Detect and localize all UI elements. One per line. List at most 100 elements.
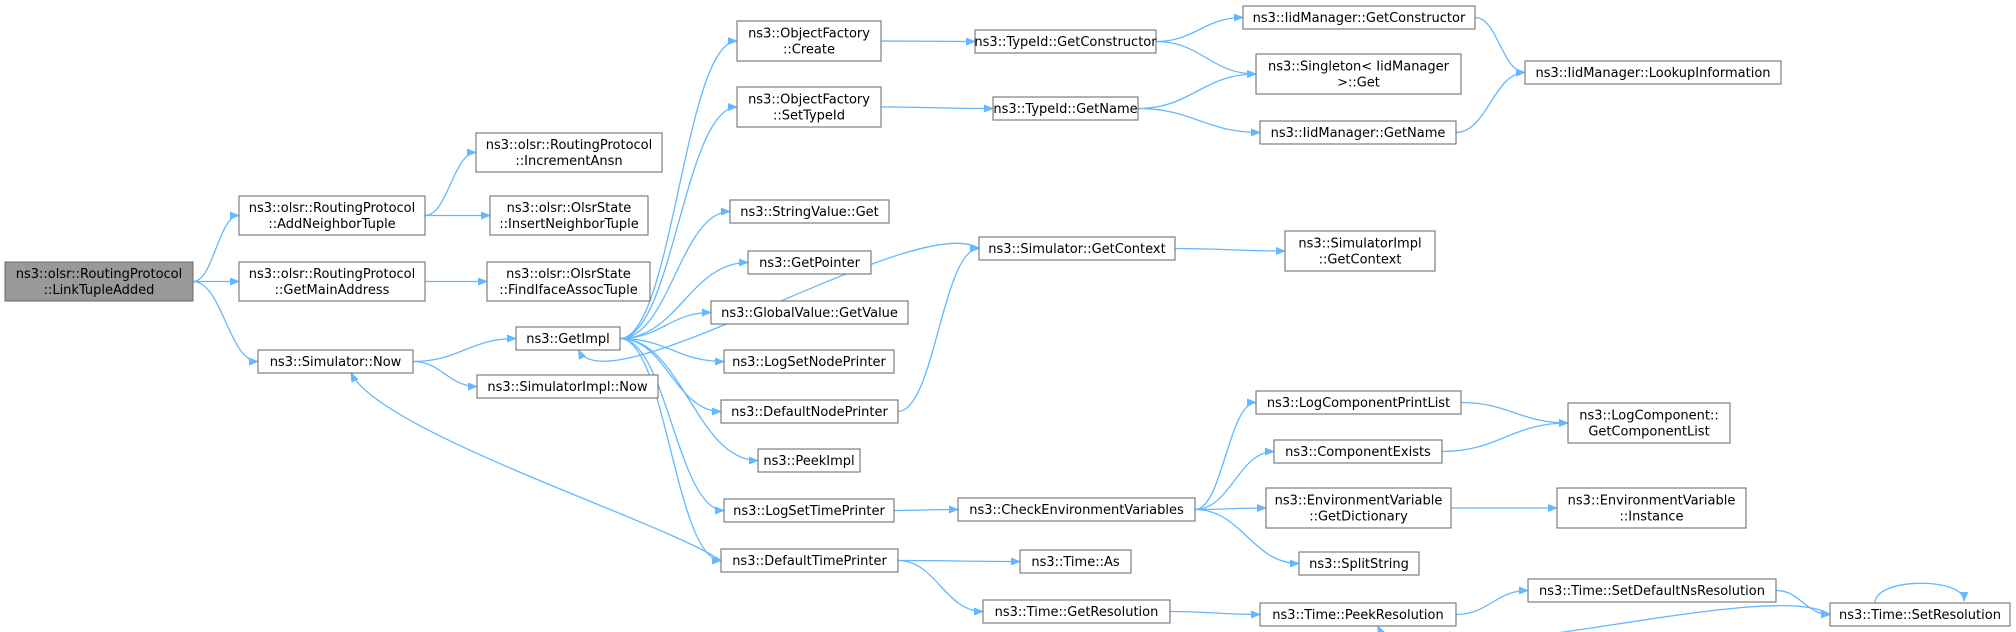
node-type-id-get-name[interactable]: ns3::TypeId::GetName [992, 96, 1139, 121]
node-label: ns3::EnvironmentVariable [1568, 494, 1736, 509]
node-get-impl[interactable]: ns3::GetImpl [515, 326, 621, 351]
edge-get-impl-to-default-time-printer [619, 337, 722, 565]
edge-iid-get-constructor-to-iid-lookup-information [1474, 16, 1526, 77]
node-box [1527, 578, 1777, 603]
node-label: ns3::SimulatorImpl [1298, 237, 1421, 252]
nodes-layer: ns3::olsr::RoutingProtocol::LinkTupleAdd… [4, 5, 2011, 627]
node-label: ::Create [783, 43, 835, 58]
node-label: ns3::IidManager::GetName [1271, 126, 1446, 141]
node-find-iface-assoc-tuple[interactable]: ns3::olsr::OlsrState::FindIfaceAssocTupl… [486, 261, 651, 302]
node-label: ns3::TypeId::GetConstructor [974, 35, 1157, 50]
node-root[interactable]: ns3::olsr::RoutingProtocol::LinkTupleAdd… [4, 261, 194, 302]
node-label: ns3::Singleton< IidManager [1268, 60, 1450, 75]
node-of-create[interactable]: ns3::ObjectFactory::Create [736, 20, 882, 62]
node-box [4, 261, 194, 302]
node-log-set-node-printer[interactable]: ns3::LogSetNodePrinter [723, 349, 895, 374]
node-string-value-get[interactable]: ns3::StringValue::Get [729, 199, 890, 224]
node-label: ::Instance [1619, 510, 1683, 525]
node-check-env-vars[interactable]: ns3::CheckEnvironmentVariables [957, 497, 1196, 522]
node-increment-ansn[interactable]: ns3::olsr::RoutingProtocol::IncrementAns… [475, 132, 663, 173]
node-default-time-printer[interactable]: ns3::DefaultTimePrinter [720, 548, 899, 573]
node-label: ns3::SplitString [1309, 557, 1409, 572]
node-iid-get-name[interactable]: ns3::IidManager::GetName [1259, 120, 1457, 145]
node-label: ns3::olsr::OlsrState [506, 267, 631, 282]
node-label: GetComponentList [1588, 425, 1709, 440]
node-box [1556, 487, 1747, 529]
node-label: ns3::Time::As [1031, 555, 1120, 570]
node-box [982, 599, 1171, 624]
edge-get-impl-to-peek-impl [619, 337, 759, 465]
node-label: ns3::SimulatorImpl::Now [487, 380, 648, 395]
node-label: ns3::PeekImpl [763, 454, 854, 469]
node-iid-get-constructor[interactable]: ns3::IidManager::GetConstructor [1242, 5, 1476, 30]
node-box [720, 548, 899, 573]
node-split-string[interactable]: ns3::SplitString [1298, 551, 1420, 576]
node-iid-lookup-information[interactable]: ns3::IidManager::LookupInformation [1524, 60, 1782, 85]
node-peek-impl[interactable]: ns3::PeekImpl [757, 448, 861, 473]
node-label: ns3::IidManager::LookupInformation [1535, 66, 1770, 81]
node-insert-neighbor-tuple[interactable]: ns3::olsr::OlsrState::InsertNeighborTupl… [489, 195, 649, 236]
node-label: ns3::ObjectFactory [748, 93, 870, 108]
node-label: ::GetMainAddress [275, 283, 390, 298]
node-sim-get-context[interactable]: ns3::Simulator::GetContext [978, 236, 1176, 261]
edge-get-impl-to-get-pointer [619, 258, 749, 340]
node-label: ns3::CheckEnvironmentVariables [969, 503, 1184, 518]
node-log-component-print-list[interactable]: ns3::LogComponentPrintList [1255, 390, 1462, 415]
node-box [1019, 549, 1132, 574]
node-time-peek-resolution[interactable]: ns3::Time::PeekResolution [1259, 602, 1457, 627]
node-sim-impl-now[interactable]: ns3::SimulatorImpl::Now [476, 374, 659, 399]
node-time-as[interactable]: ns3::Time::As [1019, 549, 1132, 574]
node-box [729, 199, 890, 224]
edge-type-id-get-name-to-singleton-get [1137, 70, 1257, 110]
node-env-var-get-dictionary[interactable]: ns3::EnvironmentVariable::GetDictionary [1265, 487, 1452, 529]
edge-get-impl-to-log-set-node-printer [619, 337, 725, 366]
node-time-get-resolution[interactable]: ns3::Time::GetResolution [982, 599, 1171, 624]
node-box [723, 498, 895, 523]
edge-default-time-printer-to-time-get-resolution [897, 559, 984, 616]
node-label: ::SetTypeId [773, 109, 845, 124]
edge-component-exists-to-log-component-get-component-list [1441, 419, 1569, 453]
node-label: ::GetDictionary [1309, 510, 1408, 525]
node-now[interactable]: ns3::Simulator::Now [257, 349, 414, 374]
node-label: ns3::olsr::OlsrState [507, 201, 632, 216]
edge-get-impl-to-of-set-type-id [619, 103, 738, 340]
node-box [992, 96, 1139, 121]
node-get-main-address[interactable]: ns3::olsr::RoutingProtocol::GetMainAddre… [238, 261, 426, 302]
node-box [257, 349, 414, 374]
node-time-set-default-ns-resolution[interactable]: ns3::Time::SetDefaultNsResolution [1527, 578, 1777, 603]
node-box [736, 20, 882, 62]
node-label: ns3::GetPointer [759, 256, 860, 271]
node-type-id-get-constructor[interactable]: ns3::TypeId::GetConstructor [974, 29, 1157, 54]
node-env-var-instance[interactable]: ns3::EnvironmentVariable::Instance [1556, 487, 1747, 529]
node-label: ns3::Time::PeekResolution [1272, 608, 1443, 623]
node-default-node-printer[interactable]: ns3::DefaultNodePrinter [720, 399, 899, 424]
node-label: ::IncrementAnsn [515, 154, 622, 169]
node-get-pointer[interactable]: ns3::GetPointer [747, 250, 872, 275]
node-sim-impl-get-context[interactable]: ns3::SimulatorImpl::GetContext [1284, 230, 1436, 272]
node-box [238, 195, 426, 236]
edge-time-get-resolution-to-time-peek-resolution [1169, 610, 1261, 619]
node-box [710, 300, 909, 325]
node-label: ns3::DefaultTimePrinter [732, 554, 887, 569]
node-time-set-resolution[interactable]: ns3::Time::SetResolution [1829, 602, 2011, 627]
node-global-value-get-value[interactable]: ns3::GlobalValue::GetValue [710, 300, 909, 325]
node-label: >::Get [1337, 76, 1380, 91]
node-box [1259, 120, 1457, 145]
edge-get-impl-to-global-value-get-value [619, 308, 712, 340]
node-add-neighbor-tuple[interactable]: ns3::olsr::RoutingProtocol::AddNeighborT… [238, 195, 426, 236]
node-label: ns3::Simulator::GetContext [988, 242, 1165, 257]
node-box [1255, 390, 1462, 415]
node-log-set-time-printer[interactable]: ns3::LogSetTimePrinter [723, 498, 895, 523]
node-label: ::InsertNeighborTuple [499, 217, 639, 232]
node-box [1242, 5, 1476, 30]
node-box [974, 29, 1157, 54]
node-log-component-get-component-list[interactable]: ns3::LogComponent::GetComponentList [1567, 402, 1731, 444]
node-box [1829, 602, 2011, 627]
node-label: ::FindIfaceAssocTuple [499, 283, 638, 298]
edge-type-id-get-constructor-to-singleton-get [1155, 40, 1257, 78]
node-singleton-get[interactable]: ns3::Singleton< IidManager>::Get [1255, 53, 1462, 95]
node-of-set-type-id[interactable]: ns3::ObjectFactory::SetTypeId [736, 86, 882, 128]
node-component-exists[interactable]: ns3::ComponentExists [1273, 439, 1443, 464]
node-box [515, 326, 621, 351]
node-label: ns3::LogComponentPrintList [1267, 396, 1450, 411]
